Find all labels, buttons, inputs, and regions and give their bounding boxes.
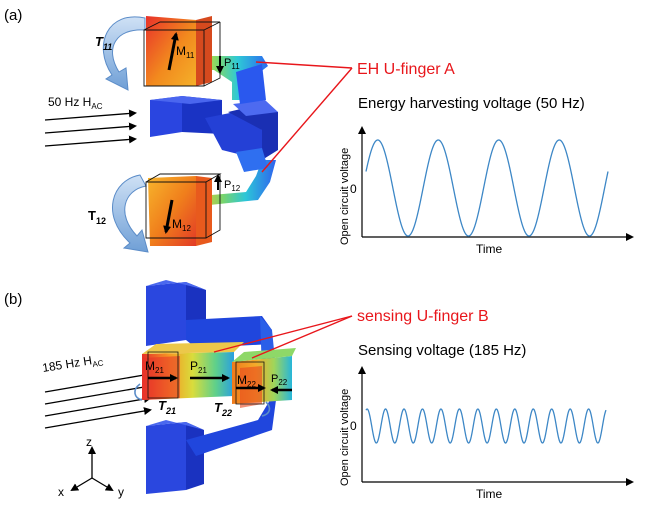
polarization-arrows-a: [214, 56, 224, 190]
polar-label-p22: P22: [271, 373, 288, 387]
polar-label-p12: P12: [224, 179, 241, 193]
chart-a-xlabel: Time: [476, 242, 503, 256]
polar-label-p11: P11: [224, 57, 240, 71]
torque-label-t21: T21: [158, 398, 176, 416]
callout-eh-u-finger-a: EH U-finger A: [357, 61, 455, 78]
chart-b-axes: [358, 366, 634, 486]
moment-polar-arrows-b: [148, 374, 292, 394]
chart-b-ylabel: Open circuit voltage: [339, 389, 351, 486]
chart-b-wave: [365, 408, 607, 444]
chart-a-axes: [358, 126, 634, 241]
panel-a-label: (a): [4, 7, 22, 24]
chart-a-wave: [365, 139, 609, 237]
moment-arrows-a: [163, 32, 179, 234]
axis-label-y: y: [118, 485, 124, 499]
field-label-b: 185 Hz HAC: [41, 352, 104, 377]
axis-label-x: x: [58, 485, 64, 499]
callout-lines-a: [255, 61, 353, 173]
moment-label-m11: M11: [176, 44, 195, 60]
field-label-a: 50 Hz HAC: [48, 95, 103, 111]
polar-label-p21: P21: [190, 359, 207, 375]
u-finger-b-structure: [142, 280, 296, 494]
axis-label-z: z: [86, 435, 92, 449]
chart-a-title: Energy harvesting voltage (50 Hz): [358, 95, 585, 112]
small-rotation-arrows-b: [134, 383, 271, 417]
field-arrows-b: [44, 371, 152, 429]
torque-label-t11: T11: [95, 34, 112, 52]
chart-a-zero-tick: 0: [350, 182, 357, 196]
moment-label-m22: M22: [237, 373, 256, 389]
moment-label-m12: M12: [172, 217, 191, 233]
torque-rotation-arrow-top: [102, 16, 146, 91]
moment-label-m21: M21: [145, 359, 164, 375]
torque-rotation-arrow-bottom: [112, 174, 149, 253]
chart-a-ylabel: Open circuit voltage: [339, 148, 351, 245]
callout-lines-b: [213, 315, 353, 359]
chart-b-xlabel: Time: [476, 487, 503, 501]
coordinate-axes-icon: [70, 446, 114, 492]
u-finger-a-structure: [143, 16, 278, 246]
torque-label-t12: T12: [88, 208, 106, 226]
torque-label-t22: T22: [214, 400, 232, 418]
chart-b-zero-tick: 0: [350, 419, 357, 433]
chart-b-title: Sensing voltage (185 Hz): [358, 342, 526, 359]
callout-sensing-u-finger-b: sensing U-finger B: [357, 308, 489, 325]
field-arrows-a: [44, 109, 137, 147]
panel-b-label: (b): [4, 291, 22, 308]
